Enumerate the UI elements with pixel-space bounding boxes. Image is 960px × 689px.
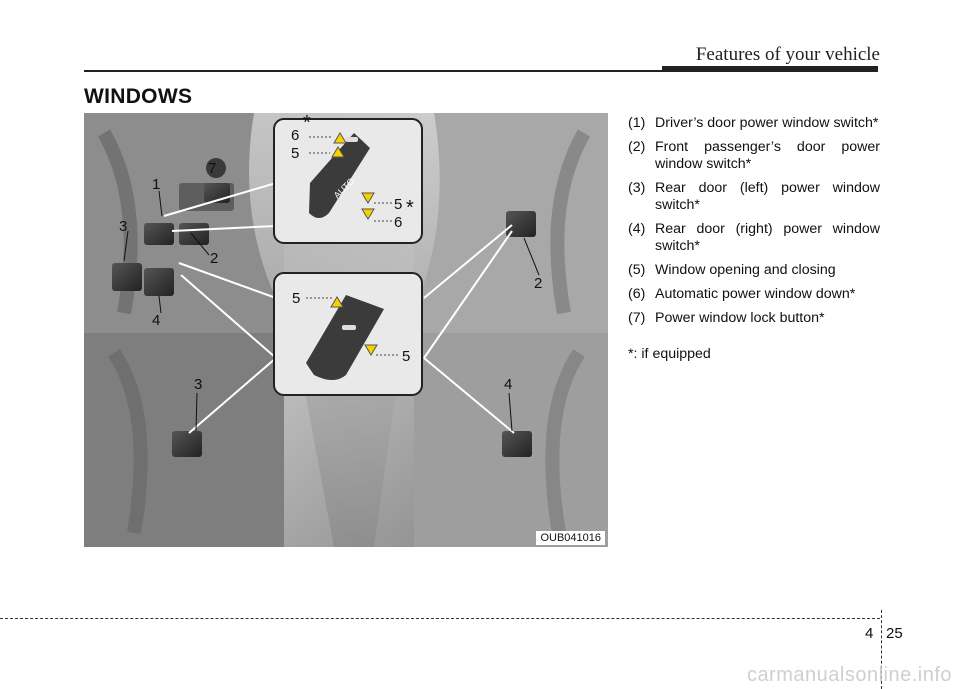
callout-3-driver: 3 [119,218,128,235]
item-text: Power window lock button* [655,310,825,326]
callout-6-top: 6 [291,127,300,144]
item-number: (4) [628,221,646,237]
item-number: (1) [628,115,646,131]
window-switch-figure: 1 2 3 4 7 6 * 5 AUTO 5 6 * 5 5 2 3 4 OUB… [84,113,608,547]
item-text: Rear door (right) power window switch* [655,221,880,254]
callout-4-rear: 4 [504,376,513,393]
callout-3-rear: 3 [194,376,203,393]
item-text: Automatic power window down* [655,286,856,302]
callout-5-up-2: 5 [292,290,301,307]
item-number: (6) [628,286,646,302]
chapter-number: 4 [865,625,874,642]
item-text: Front passenger’s door power window swit… [655,139,880,172]
header-title: Features of your vehicle [695,44,880,65]
callout-4-driver: 4 [152,312,161,329]
item-text: Driver’s door power window switch* [655,115,879,131]
item-text: Rear door (left) power window switch* [655,180,880,213]
callout-2-driver: 2 [210,250,219,267]
item-number: (2) [628,139,646,155]
callout-asterisk-down: * [406,197,414,219]
footer-divider [881,610,882,689]
item-number: (7) [628,310,646,326]
description-list: (1) Driver’s door power window switch* (… [628,115,880,363]
item-text: Window opening and closing [655,262,836,278]
callout-5-down: 5 [394,196,403,213]
list-item: (4) Rear door (right) power window switc… [628,221,880,255]
callout-5-down-2: 5 [402,348,411,365]
list-item: (7) Power window lock button* [628,310,880,327]
watermark: carmanualsonline.info [746,664,952,686]
figure-code: OUB041016 [536,531,605,545]
figure-illustration [84,113,608,547]
list-item: (3) Rear door (left) power window switch… [628,180,880,214]
page-number: 25 [886,625,903,642]
item-number: (5) [628,262,646,278]
list-item: (5) Window opening and closing [628,262,880,279]
callout-asterisk-top: * [303,113,311,134]
list-item: (1) Driver’s door power window switch* [628,115,880,132]
list-item: (2) Front passenger’s door power window … [628,139,880,173]
callout-7: 7 [208,160,217,177]
header-rule [84,70,662,72]
callout-1: 1 [152,176,161,193]
section-title: WINDOWS [84,85,193,108]
equipped-note: *: if equipped [628,346,711,362]
header-bar [662,66,878,72]
item-number: (3) [628,180,646,196]
callout-2-passenger: 2 [534,275,543,292]
callout-6-down: 6 [394,214,403,231]
footer-rule [0,618,880,619]
callout-5-top: 5 [291,145,300,162]
list-item: (6) Automatic power window down* [628,286,880,303]
